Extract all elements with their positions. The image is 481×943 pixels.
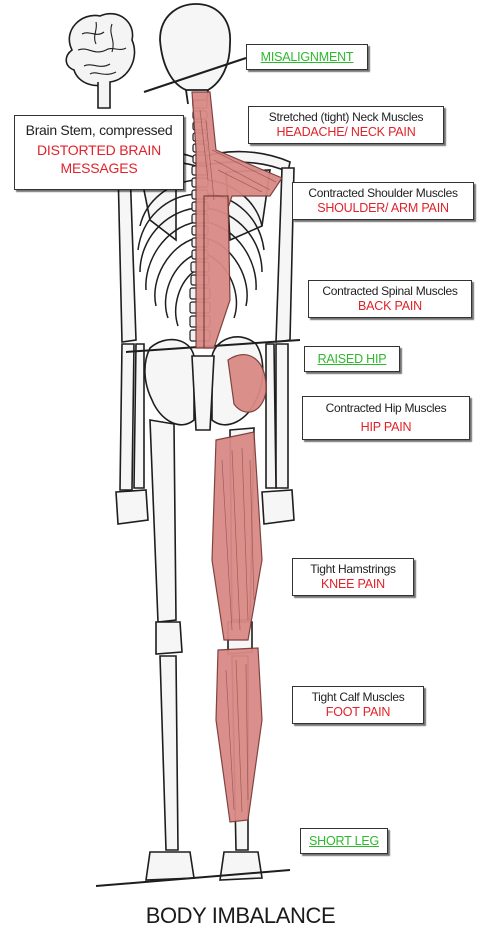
neck-callout: Stretched (tight) Neck Muscles HEADACHE/… [248,106,444,144]
hip-callout: Contracted Hip Muscles HIP PAIN [302,396,470,440]
brain-icon [66,14,134,108]
neck-effect: HEADACHE/ NECK PAIN [249,125,443,139]
brain-stem-callout: Brain Stem, compressed DISTORTED BRAIN M… [14,115,184,190]
calf-title: Tight Calf Muscles [293,691,423,705]
spinal-callout: Contracted Spinal Muscles BACK PAIN [308,280,472,318]
hip-title: Contracted Hip Muscles [303,402,469,416]
shoulder-title: Contracted Shoulder Muscles [293,187,473,201]
shoulder-effect: SHOULDER/ ARM PAIN [293,201,473,215]
brain-stem-effect-2: MESSAGES [15,160,183,176]
raised-hip-text: RAISED HIP [318,352,387,366]
brain-stem-effect-1: DISTORTED BRAIN [15,142,183,158]
short-leg-label: SHORT LEG [300,828,388,854]
hamstrings-title: Tight Hamstrings [293,563,413,577]
hip-effect: HIP PAIN [303,420,469,434]
brain-stem-title: Brain Stem, compressed [15,122,183,138]
calf-callout: Tight Calf Muscles FOOT PAIN [292,686,424,724]
hamstrings-effect: KNEE PAIN [293,577,413,591]
misalignment-text: MISALIGNMENT [261,50,354,64]
diagram-caption: BODY IMBALANCE [0,903,481,929]
raised-hip-label: RAISED HIP [304,346,400,372]
neck-title: Stretched (tight) Neck Muscles [249,111,443,125]
misalignment-label: MISALIGNMENT [246,44,368,70]
calf-effect: FOOT PAIN [293,705,423,719]
shoulder-callout: Contracted Shoulder Muscles SHOULDER/ AR… [292,182,474,220]
spinal-title: Contracted Spinal Muscles [309,285,471,299]
hamstrings-callout: Tight Hamstrings KNEE PAIN [292,558,414,596]
spinal-effect: BACK PAIN [309,299,471,313]
skull-icon [160,4,230,104]
short-leg-text: SHORT LEG [309,834,379,848]
